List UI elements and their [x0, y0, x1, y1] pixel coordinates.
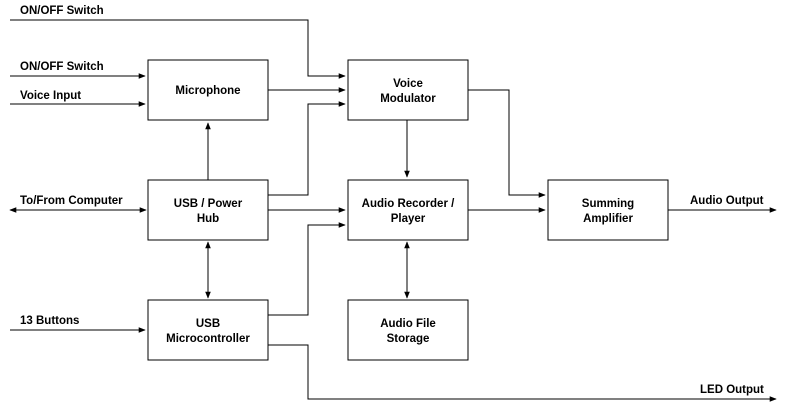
usb-hub-label-line2: Hub	[197, 213, 219, 225]
voice-modulator-block: Voice Modulator	[347, 59, 469, 121]
voice-modulator-label-line1: Voice	[393, 78, 423, 90]
summing-amplifier-label-line1: Summing	[582, 198, 634, 210]
microphone-label: Microphone	[175, 85, 240, 97]
led-output-label: LED Output	[700, 384, 764, 396]
voice-modulator-label-line2: Modulator	[380, 93, 436, 105]
summing-amplifier-block: Summing Amplifier	[547, 179, 669, 241]
audio-output-label: Audio Output	[690, 195, 764, 207]
signal-labels: ON/OFF Switch ON/OFF Switch Voice Input …	[20, 5, 764, 396]
led-output-arrow	[268, 344, 777, 402]
audio-file-storage-block: Audio File Storage	[347, 299, 469, 361]
hub-to-modulator-arrow	[268, 101, 346, 196]
usb-microcontroller-label-line2: Microcontroller	[166, 333, 250, 345]
usb-microcontroller-label-line1: USB	[196, 318, 220, 330]
microcontroller-to-recorder-arrow	[268, 222, 346, 316]
onoff-switch-mic-label: ON/OFF Switch	[20, 61, 104, 73]
audio-file-storage-label-line1: Audio File	[380, 318, 436, 330]
buttons-label: 13 Buttons	[20, 315, 79, 327]
audio-recorder-label-line1: Audio Recorder /	[362, 198, 455, 210]
onoff-to-modulator-arrow	[10, 19, 346, 79]
to-from-computer-label: To/From Computer	[20, 195, 123, 207]
usb-microcontroller-block: USB Microcontroller	[147, 299, 269, 361]
usb-power-hub-block: USB / Power Hub	[147, 179, 269, 241]
modulator-to-amplifier-arrow	[468, 89, 546, 198]
audio-recorder-label-line2: Player	[391, 213, 426, 225]
audio-file-storage-label-line2: Storage	[387, 333, 430, 345]
microphone-block: Microphone	[147, 59, 269, 121]
usb-hub-label-line1: USB / Power	[174, 198, 243, 210]
summing-amplifier-label-line2: Amplifier	[583, 213, 633, 225]
onoff-switch-top-label: ON/OFF Switch	[20, 5, 104, 17]
voice-input-label: Voice Input	[20, 90, 81, 102]
connections	[9, 19, 777, 402]
audio-recorder-block: Audio Recorder / Player	[347, 179, 469, 241]
